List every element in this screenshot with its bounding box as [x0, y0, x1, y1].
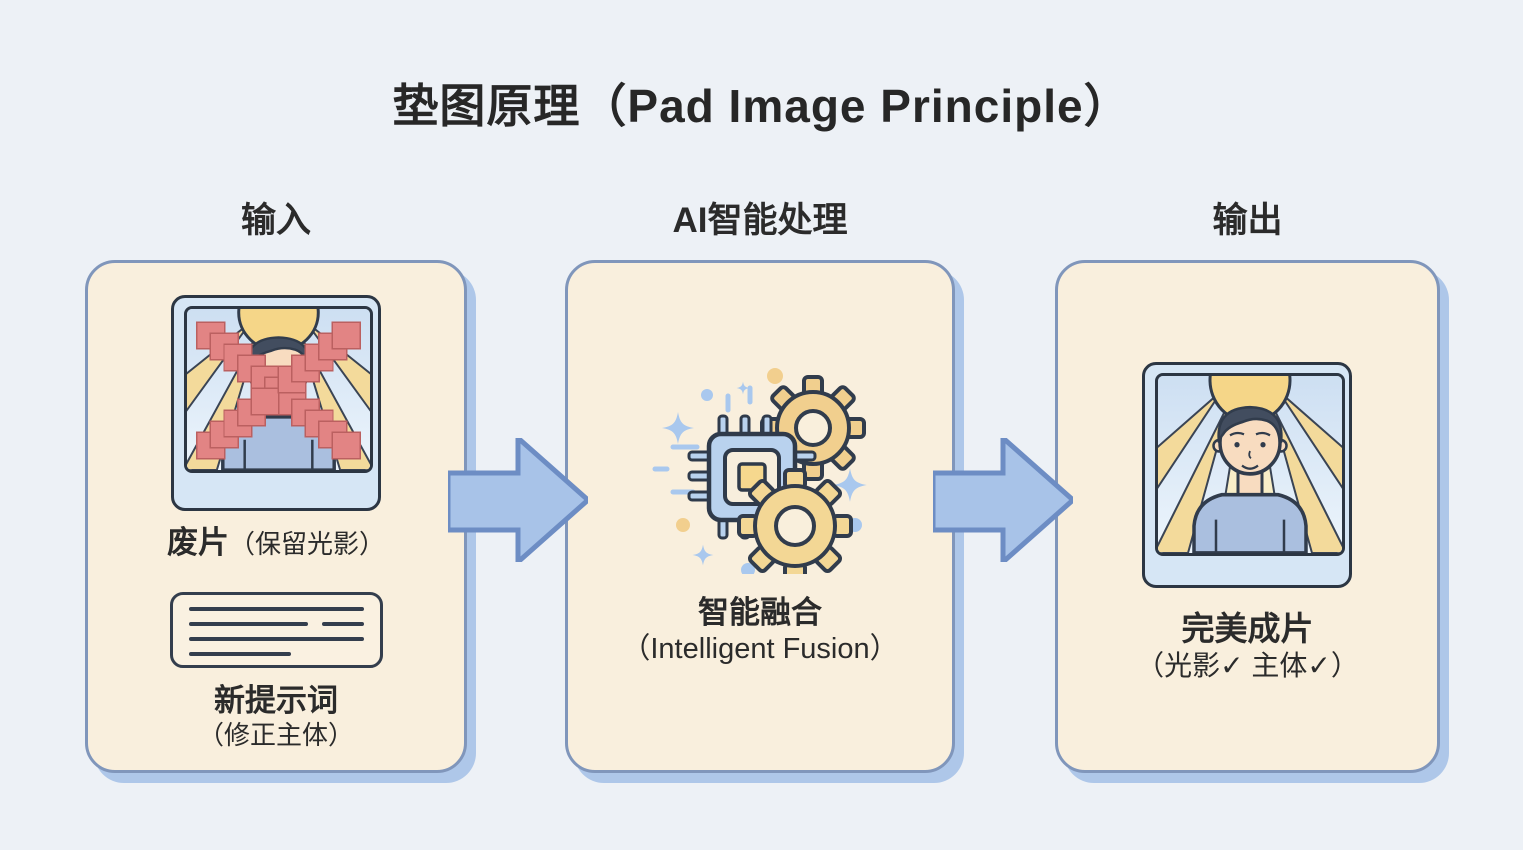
- ai-chip-gears-icon: [652, 368, 867, 574]
- perfect-photo-polaroid: [1142, 362, 1352, 588]
- output-panel: 完美成片 （光影✓ 主体✓）: [1055, 260, 1440, 773]
- prompt-note: （修正主体）: [197, 719, 354, 750]
- input-panel: 废片（保留光影） 新提示词 （修正主体）: [85, 260, 467, 773]
- output-label: 完美成片: [1181, 610, 1314, 647]
- bad-photo-polaroid: [171, 295, 381, 511]
- bad-photo-note: （保留光影）: [228, 529, 385, 559]
- bad-photo-caption: 废片（保留光影）: [88, 525, 464, 562]
- decor-dots: [676, 368, 862, 574]
- output-note: （光影✓ 主体✓）: [1136, 649, 1359, 681]
- output-column-header: 输出: [1212, 201, 1283, 240]
- bad-photo-label: 废片: [166, 525, 229, 560]
- input-column-header: 输入: [240, 201, 311, 240]
- prompt-text-line: [189, 607, 364, 611]
- pixel-x-overlay: [196, 321, 361, 460]
- gear-icon: [737, 468, 853, 574]
- fusion-label-en: （Intelligent Fusion）: [621, 632, 899, 665]
- fusion-caption: 智能融合 （Intelligent Fusion）: [568, 595, 952, 666]
- prompt-caption: 新提示词 （修正主体）: [88, 683, 464, 750]
- fusion-label: 智能融合: [698, 595, 822, 630]
- process-panel: 智能融合 （Intelligent Fusion）: [565, 260, 955, 773]
- prompt-card: [170, 592, 383, 668]
- diagram-title: 垫图原理（Pad Image Principle）: [392, 80, 1131, 132]
- output-caption: 完美成片 （光影✓ 主体✓）: [1058, 610, 1437, 682]
- prompt-text-line: [189, 637, 364, 641]
- flow-arrow-2-icon: [933, 438, 1073, 562]
- process-column-header: AI智能处理: [672, 201, 848, 240]
- prompt-text-line: [189, 622, 364, 626]
- prompt-text-line: [189, 652, 291, 656]
- rejected-photo-icon: [187, 309, 370, 470]
- prompt-label: 新提示词: [214, 683, 338, 718]
- person-figure: [1192, 405, 1308, 553]
- perfect-photo-icon: [1158, 376, 1342, 553]
- flow-arrow-1-icon: [448, 438, 588, 562]
